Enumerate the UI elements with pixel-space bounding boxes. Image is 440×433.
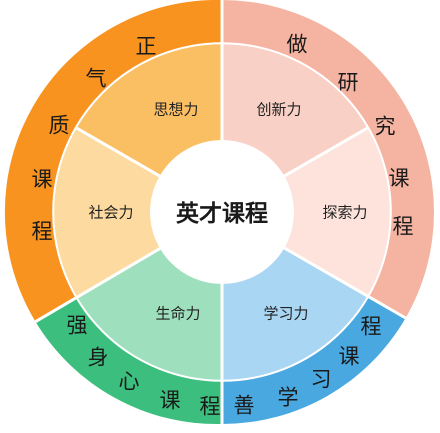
inner-sector-tansuoli	[222, 127, 391, 297]
inner-label-xuexili: 学习力	[263, 304, 309, 323]
outer-char: 研	[337, 70, 359, 95]
inner-label-chuangxinli: 创新力	[256, 100, 302, 119]
inner-ring-border	[52, 42, 392, 382]
center-title: 英才课程	[176, 201, 268, 227]
outer-char: 课	[388, 166, 410, 191]
inner-label-tansuoli: 探索力	[322, 203, 368, 222]
outer-char: 质	[48, 113, 70, 138]
inner-label-shehuili: 社会力	[88, 203, 134, 222]
inner-label-shengmingli: 生命力	[155, 304, 201, 323]
inner-label-sixiangli: 思想力	[153, 100, 199, 119]
outer-char: 善	[233, 393, 255, 418]
outer-char: 身	[87, 345, 109, 370]
outer-char: 学	[277, 385, 299, 410]
inner-sector-shehuili	[53, 127, 222, 297]
outer-char: 程	[392, 214, 414, 239]
outer-char: 心	[118, 369, 140, 394]
outer-char: 程	[199, 394, 221, 419]
outer-char: 正	[135, 34, 157, 59]
outer-char: 课	[31, 167, 53, 192]
center-circle	[150, 140, 294, 284]
outer-char: 课	[338, 344, 360, 369]
outer-char: 程	[360, 314, 382, 339]
outer-char: 程	[31, 219, 53, 244]
outer-char: 做	[286, 32, 308, 57]
outer-char: 气	[85, 66, 107, 91]
outer-char: 究	[374, 114, 396, 139]
outer-char: 课	[159, 388, 181, 413]
outer-char: 习	[310, 367, 332, 392]
outer-char: 强	[66, 313, 88, 338]
